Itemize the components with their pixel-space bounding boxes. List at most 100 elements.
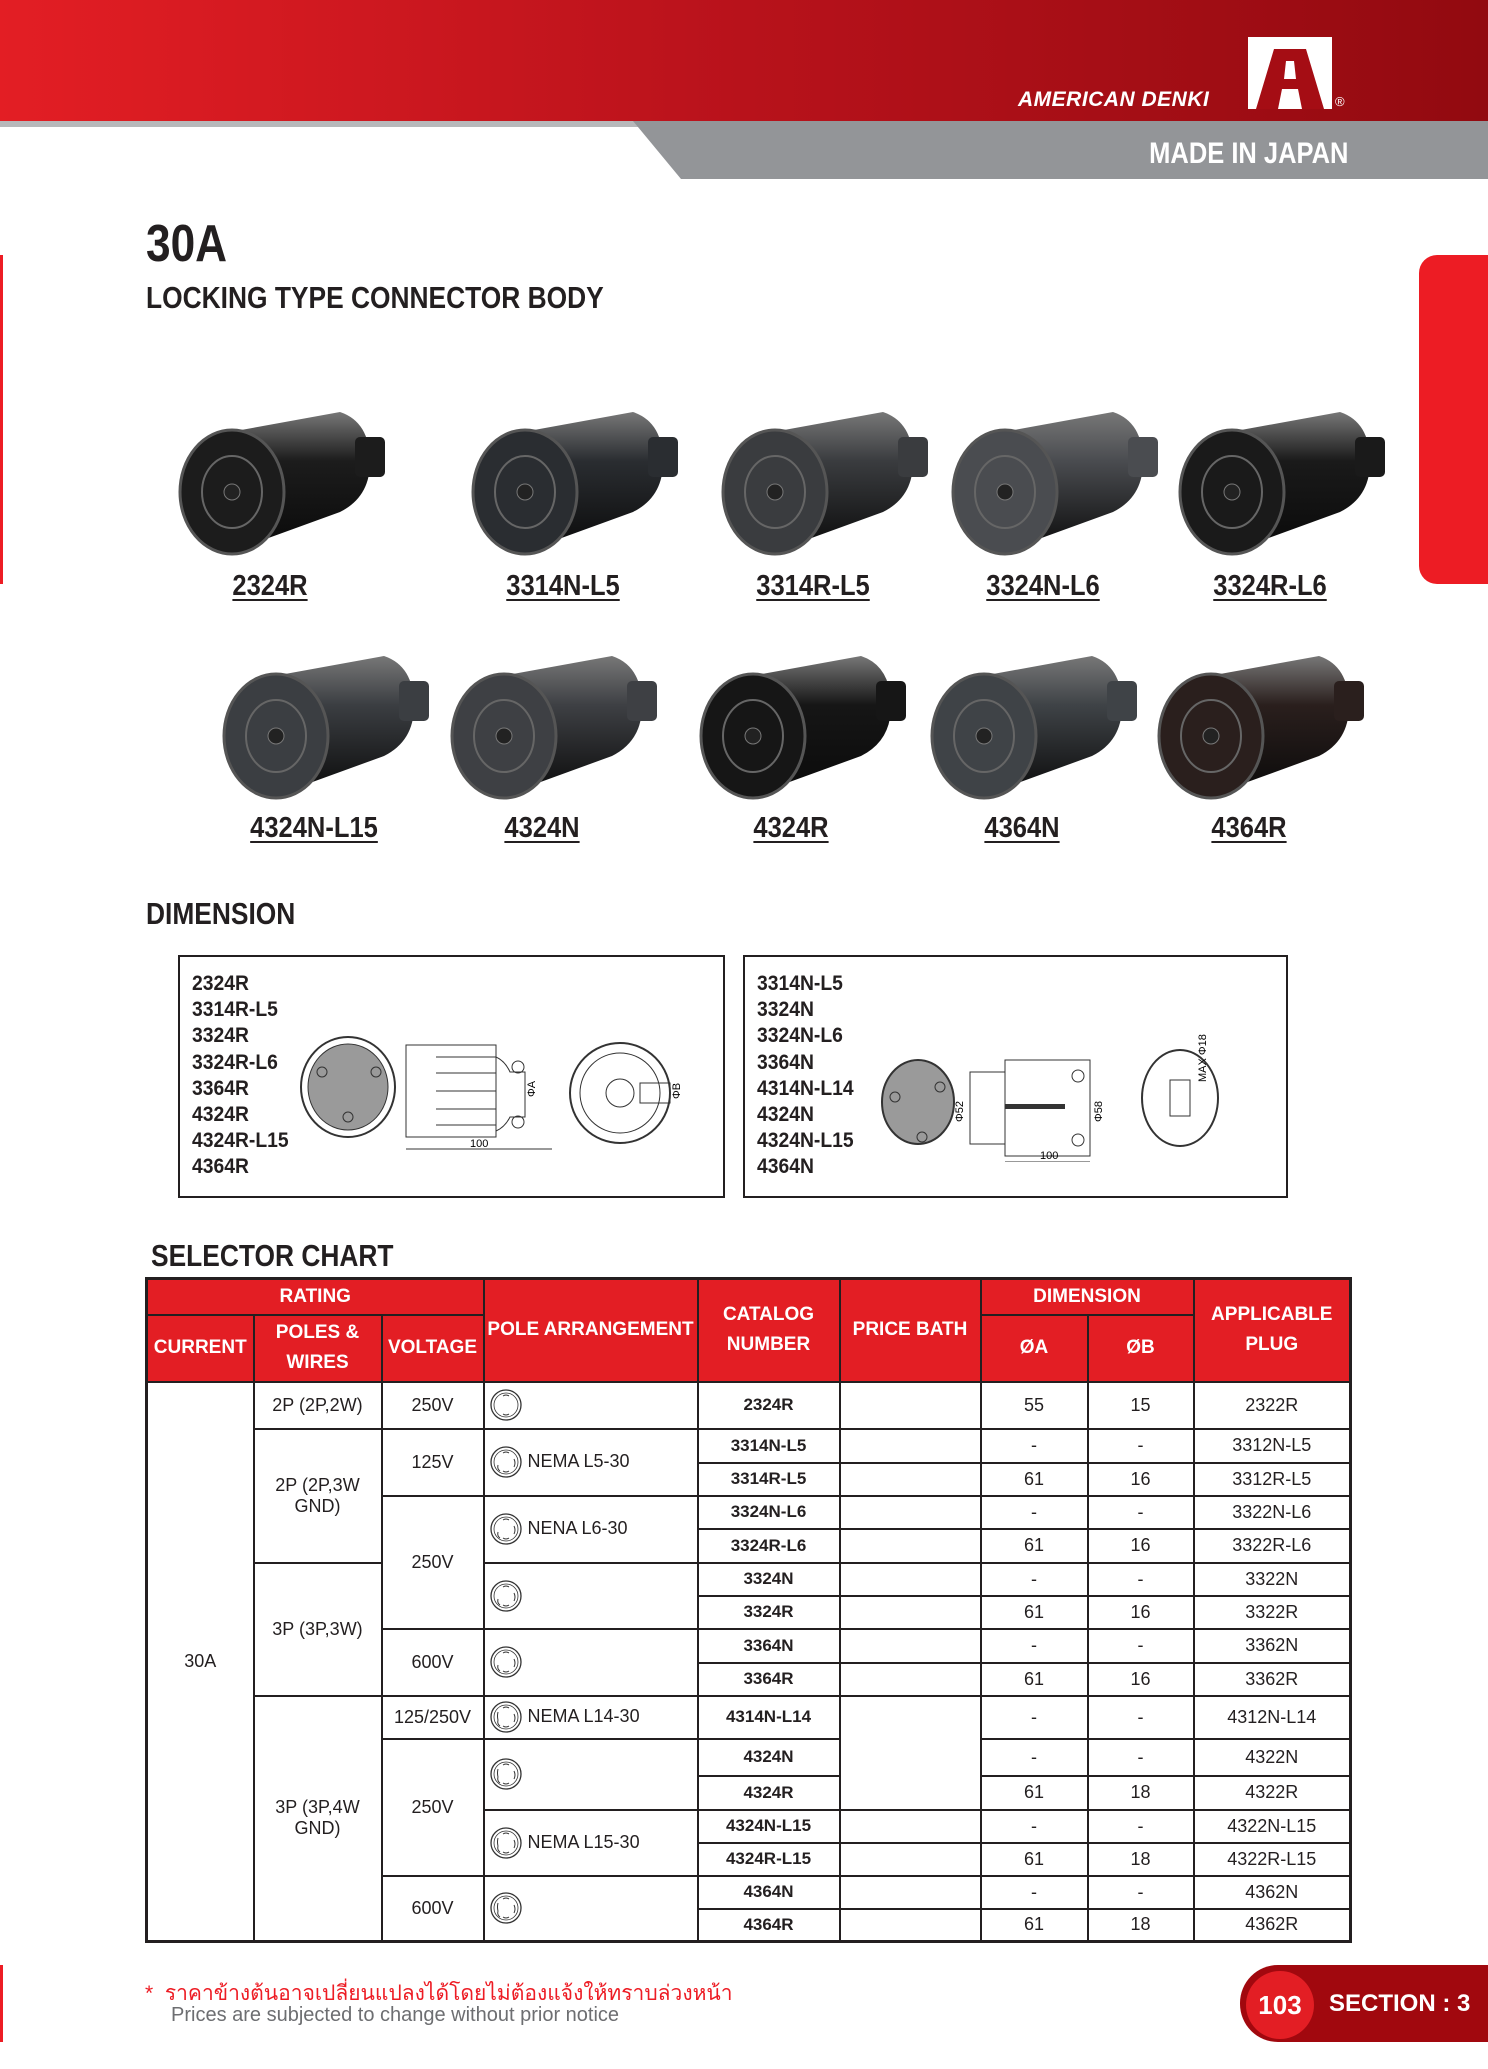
dim-b-cell: 18 <box>1086 1841 1195 1877</box>
pole-arrangement-icon <box>489 1513 522 1545</box>
header-current: CURRENT <box>145 1313 255 1383</box>
brand-name: AMERICAN DENKI <box>1018 88 1210 111</box>
product-label: 4364N <box>984 812 1060 844</box>
voltage-cell: 600V <box>380 1874 485 1943</box>
tagline-band <box>633 121 1488 179</box>
product-label: 3324N-L6 <box>986 570 1100 602</box>
applicable-plug-cell: 4322R-L15 <box>1192 1841 1352 1877</box>
selector-chart-table: RATING POLE ARRANGEMENT CATALOG NUMBER P… <box>145 1277 1352 1943</box>
table-row: 3P (3P,3W) 3324N--3322N <box>147 1561 1352 1697</box>
product-image <box>691 646 911 811</box>
dim-a-cell: 61 <box>979 1774 1089 1811</box>
dim-b-cell: - <box>1086 1427 1195 1464</box>
pole-arrangement-icon <box>489 1446 522 1478</box>
pole-arrangement-icon <box>489 1646 522 1678</box>
model-name: 4324R <box>192 1103 249 1127</box>
header-poles-wires: POLES & WIRES <box>252 1313 383 1383</box>
product-label: 4324R <box>753 812 829 844</box>
nema-label: NEMA L15-30 <box>527 1831 640 1852</box>
nema-label: NENA L6-30 <box>527 1517 628 1538</box>
nema-label: NEMA L14-30 <box>527 1705 640 1726</box>
catalog-number-cell: 4314N-L14 <box>696 1694 841 1740</box>
model-name: 4364N <box>757 1155 814 1179</box>
dim-a-cell: 61 <box>979 1907 1089 1943</box>
header-rating: RATING <box>145 1277 485 1316</box>
asterisk: * <box>145 1982 154 2005</box>
price-cell <box>838 1694 982 1811</box>
product-image <box>922 646 1142 811</box>
header-voltage: VOLTAGE <box>380 1313 485 1383</box>
dim-a-cell: - <box>979 1627 1089 1664</box>
voltage-cell: 250V <box>380 1494 485 1630</box>
poles-wires-cell: 3P (3P,3W) <box>252 1561 383 1697</box>
brand-logo-icon <box>1248 37 1332 109</box>
applicable-plug-cell: 4322N-L15 <box>1192 1808 1352 1844</box>
poles-wires-cell: 2P (2P,3W GND) <box>252 1427 383 1564</box>
product-label: 3314R-L5 <box>756 570 870 602</box>
dim-b-cell: 16 <box>1086 1594 1195 1630</box>
model-name: 3324N <box>757 998 814 1022</box>
registered-mark: ® <box>1335 94 1345 109</box>
product-label: 4364R <box>1211 812 1287 844</box>
product-label: 2324R <box>232 570 308 602</box>
dim-a-cell: - <box>979 1561 1089 1597</box>
header-banner <box>0 0 1488 121</box>
header-dim-a: ØA <box>979 1313 1089 1383</box>
selector-chart-heading: SELECTOR CHART <box>151 1238 394 1273</box>
product-image <box>442 646 662 811</box>
model-name: 3324N-L6 <box>757 1024 843 1048</box>
page-number: 103 <box>1246 1971 1314 2039</box>
dimension-heading: DIMENSION <box>146 896 296 931</box>
price-cell <box>838 1527 982 1564</box>
applicable-plug-cell: 3362N <box>1192 1627 1352 1664</box>
applicable-plug-cell: 3322N <box>1192 1561 1352 1597</box>
note-thai-text: ราคาข้างต้นอาจเปลี่ยนแปลงได้โดยไม่ต้องแจ… <box>164 1982 733 2005</box>
applicable-plug-cell: 3322N-L6 <box>1192 1494 1352 1530</box>
pole-arrangement-cell: NEMA L5-30 <box>482 1427 699 1497</box>
catalog-number-cell: 3324R <box>696 1594 841 1630</box>
catalog-number-cell: 4324R-L15 <box>696 1841 841 1877</box>
dim-a-cell: 61 <box>979 1841 1089 1877</box>
table-row: 250V 4324N--4322N <box>147 1737 1352 1877</box>
pole-arrangement-cell <box>482 1561 699 1630</box>
dim-b-cell: 16 <box>1086 1461 1195 1497</box>
model-name: 3364R <box>192 1076 249 1100</box>
price-cell <box>838 1594 982 1630</box>
svg-text:ΦB: ΦB <box>671 1083 683 1099</box>
dim-a-cell: 61 <box>979 1594 1089 1630</box>
pole-arrangement-icon <box>489 1892 522 1924</box>
price-cell <box>838 1841 982 1877</box>
model-name: 4324N <box>757 1103 814 1127</box>
voltage-cell: 125/250V <box>380 1694 485 1740</box>
product-image <box>713 402 933 567</box>
price-cell <box>838 1494 982 1530</box>
product-image <box>214 646 434 811</box>
applicable-plug-cell: 3362R <box>1192 1661 1352 1697</box>
dim-b-cell: - <box>1086 1874 1195 1910</box>
dimension-drawing-1: 100 ΦA ΦB <box>300 1036 683 1150</box>
section-tab <box>1419 255 1488 584</box>
price-note-thai: * ราคาข้างต้นอาจเปลี่ยนแปลงได้โดยไม่ต้อง… <box>145 1977 733 2010</box>
voltage-cell: 250V <box>380 1737 485 1877</box>
catalog-number-cell: 4364N <box>696 1874 841 1910</box>
pole-arrangement-icon <box>489 1389 522 1421</box>
catalog-number-cell: 4324N-L15 <box>696 1808 841 1844</box>
pole-arrangement-cell: NEMA L14-30 <box>482 1694 699 1740</box>
dim-a-cell: 55 <box>979 1380 1089 1430</box>
header-catalog-number: CATALOG NUMBER <box>696 1277 841 1383</box>
catalog-number-cell: 4324R <box>696 1774 841 1811</box>
pole-arrangement-icon <box>489 1758 522 1790</box>
catalog-number-cell: 2324R <box>696 1380 841 1430</box>
length-label: 100 <box>470 1138 488 1150</box>
dim-a-cell: 61 <box>979 1527 1089 1564</box>
poles-wires-cell: 2P (2P,2W) <box>252 1380 383 1430</box>
applicable-plug-cell: 4312N-L14 <box>1192 1694 1352 1740</box>
